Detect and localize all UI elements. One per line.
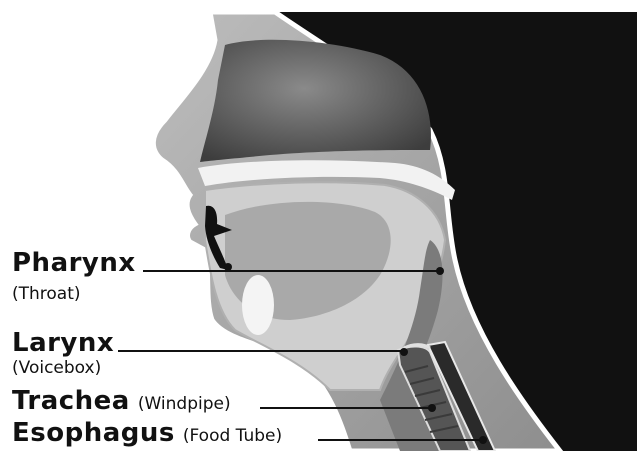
label-larynx: Larynx: [12, 330, 114, 356]
pointer-dot-lips: [224, 263, 232, 271]
label-trachea-row: Trachea (Windpipe): [12, 388, 231, 414]
note-pharynx: (Throat): [12, 286, 81, 303]
pointer-dot-pharynx: [436, 267, 444, 275]
pointer-dot-trachea: [428, 404, 436, 412]
pointer-dot-esophagus: [479, 436, 487, 444]
label-trachea: Trachea: [12, 386, 130, 416]
label-esophagus: Esophagus: [12, 418, 175, 448]
note-trachea: (Windpipe): [138, 394, 231, 414]
jaw-muscle: [242, 275, 274, 335]
pointer-dot-larynx: [400, 348, 408, 356]
note-esophagus: (Food Tube): [183, 426, 282, 446]
label-esophagus-row: Esophagus (Food Tube): [12, 420, 282, 446]
label-pharynx: Pharynx: [12, 250, 136, 276]
note-larynx: (Voicebox): [12, 360, 101, 377]
